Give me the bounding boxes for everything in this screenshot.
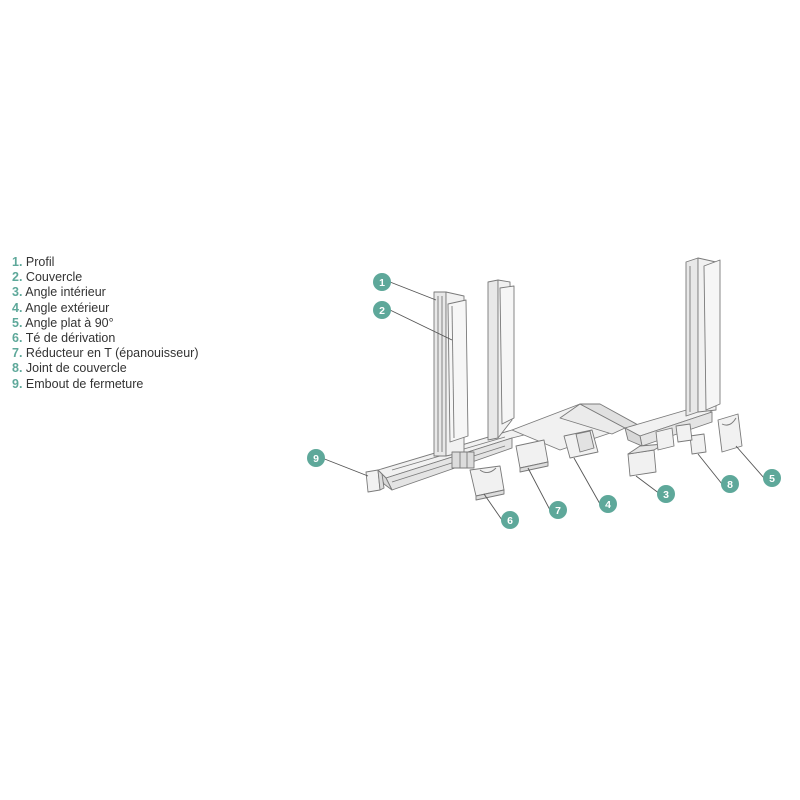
- trunking-back-run: [511, 403, 641, 451]
- callout-8: 8: [721, 475, 739, 493]
- legend-number: 7.: [12, 346, 23, 361]
- legend-label: Té de dérivation: [25, 331, 116, 346]
- external-angle-4: [563, 429, 599, 459]
- leader-line-5: [735, 445, 765, 479]
- legend-number: 4.: [12, 300, 23, 315]
- callout-2-label: 2: [379, 305, 385, 317]
- callout-5-label: 5: [769, 473, 775, 485]
- callout-4: 4: [599, 495, 617, 513]
- callout-3: 3: [657, 485, 675, 503]
- legend-list: 1. Profil 2. Couvercle 3. Angle intérieu…: [12, 255, 198, 392]
- legend-number: 5.: [12, 315, 23, 330]
- callout-8-label: 8: [727, 479, 733, 491]
- callout-3-label: 3: [663, 489, 669, 501]
- junction-block: [451, 451, 475, 469]
- legend-item-7: 7. Réducteur en T (épanouisseur): [12, 346, 198, 361]
- callout-6: 6: [501, 511, 519, 529]
- legend-item-3: 3. Angle intérieur: [12, 285, 198, 300]
- corner-pieces: [655, 423, 693, 451]
- legend-label: Angle extérieur: [25, 300, 110, 315]
- callout-7: 7: [549, 501, 567, 519]
- legend-label: Embout de fermeture: [25, 376, 144, 391]
- callout-9-label: 9: [313, 453, 319, 465]
- callout-1: 1: [373, 273, 391, 291]
- internal-angle-3: [627, 443, 665, 477]
- legend-number: 8.: [12, 361, 23, 376]
- t-reducer-7: [515, 439, 549, 473]
- callout-2: 2: [373, 301, 391, 319]
- legend-label: Couvercle: [25, 270, 83, 285]
- leader-line-1: [389, 281, 437, 301]
- legend-item-9: 9. Embout de fermeture: [12, 377, 198, 392]
- leader-line-4: [573, 457, 601, 505]
- leader-line-2: [389, 309, 453, 341]
- legend-label: Réducteur en T (épanouisseur): [25, 346, 199, 361]
- legend-label: Profil: [25, 255, 55, 269]
- callout-5: 5: [763, 469, 781, 487]
- vertical-profile-middle: [487, 279, 515, 441]
- leader-line-9: [321, 457, 369, 477]
- legend-label: Angle intérieur: [25, 285, 106, 300]
- legend-item-1: 1. Profil: [12, 255, 198, 270]
- callout-9: 9: [307, 449, 325, 467]
- callout-4-label: 4: [605, 499, 611, 511]
- end-cap-9: [365, 469, 385, 493]
- leader-line-8: [697, 453, 723, 485]
- legend-label: Angle plat à 90°: [25, 315, 114, 330]
- legend-item-2: 2. Couvercle: [12, 270, 198, 285]
- branch-tee-6: [469, 465, 505, 501]
- legend-item-5: 5. Angle plat à 90°: [12, 316, 198, 331]
- cover-2: [447, 299, 469, 443]
- leader-line-6: [483, 493, 503, 521]
- cover-joint-8: [689, 433, 707, 455]
- legend-item-8: 8. Joint de couvercle: [12, 361, 198, 376]
- leader-lines: [321, 281, 765, 521]
- callout-1-label: 1: [379, 277, 385, 289]
- legend-number: 9.: [12, 376, 23, 391]
- callout-6-label: 6: [507, 515, 513, 527]
- vertical-profile-right: [685, 257, 721, 417]
- callout-7-label: 7: [555, 505, 561, 517]
- legend-number: 3.: [12, 285, 23, 300]
- flat-angle-5: [717, 413, 743, 453]
- legend-number: 2.: [12, 270, 23, 285]
- leader-line-7: [527, 467, 551, 511]
- leader-line-3: [635, 475, 661, 495]
- legend-label: Joint de couvercle: [25, 361, 127, 376]
- legend-number: 1.: [12, 255, 23, 269]
- legend-number: 6.: [12, 331, 23, 346]
- legend-item-6: 6. Té de dérivation: [12, 331, 198, 346]
- legend-item-4: 4. Angle extérieur: [12, 301, 198, 316]
